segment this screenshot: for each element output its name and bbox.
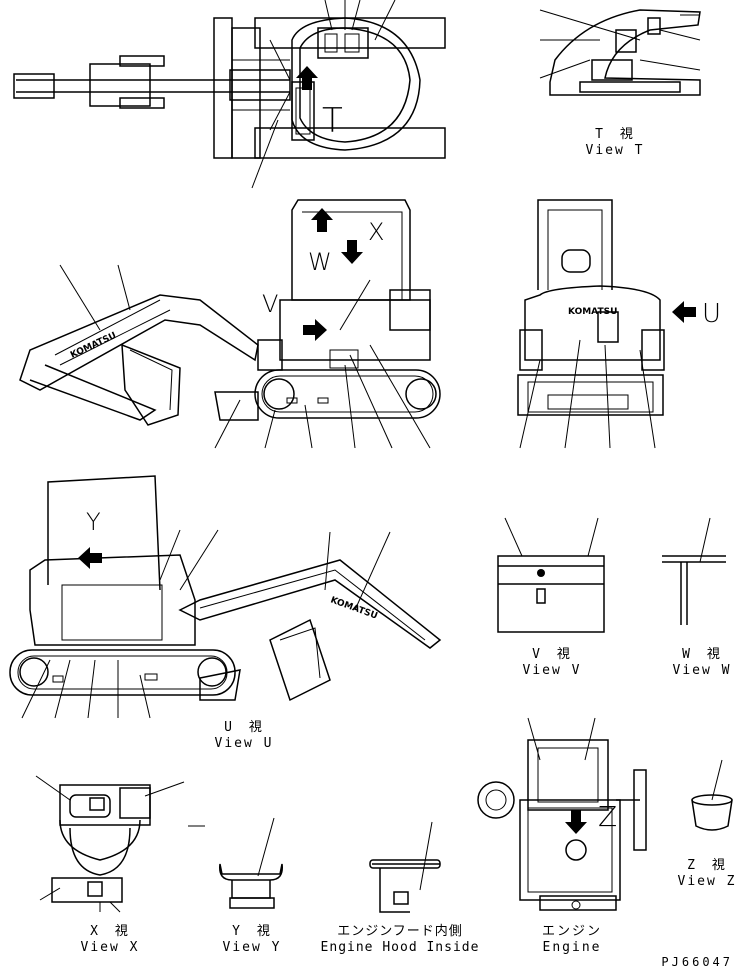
letter-y: Y (86, 508, 101, 536)
view-x-drawing (35, 775, 205, 913)
drawing-code: PJ66047 (661, 955, 733, 969)
letter-u: U (702, 299, 721, 329)
caption-view-u: U 視 View U (206, 720, 282, 752)
caption-view-t-en: View T (585, 143, 645, 158)
view-u-brand: KOMATSU (329, 595, 379, 621)
rear-view-machine: KOMATSU (517, 199, 696, 449)
view-t-drawing (539, 9, 701, 96)
letter-x: X (368, 218, 384, 246)
caption-view-x-jp: X 視 (90, 924, 130, 939)
view-z-drawing (691, 759, 733, 831)
caption-view-v: V 視 View V (514, 647, 590, 679)
caption-view-w-jp: W 視 (682, 647, 722, 662)
letter-z: Z (598, 800, 617, 833)
caption-view-y: Y 視 View Y (214, 924, 290, 956)
top-view-letter-t: T (322, 101, 343, 141)
caption-view-z: Z 視 View Z (674, 858, 740, 890)
engine-drawing (477, 717, 647, 911)
caption-view-v-en: View V (522, 663, 582, 678)
caption-view-z-en: View Z (677, 874, 737, 889)
caption-view-t: T 視 View T (580, 127, 650, 159)
caption-hood-inside-jp: エンジンフード内側 (337, 924, 463, 939)
letter-v: V (262, 290, 278, 318)
caption-view-z-jp: Z 視 (687, 858, 727, 873)
top-view-machine (13, 0, 446, 189)
caption-view-y-en: View Y (222, 940, 282, 955)
caption-engine-en: Engine (542, 940, 602, 955)
caption-view-t-jp: T 視 (595, 127, 635, 142)
view-u-machine: KOMATSU (9, 475, 442, 719)
caption-view-y-jp: Y 視 (232, 924, 272, 939)
hood-inside-drawing (369, 821, 441, 913)
view-y-drawing (219, 817, 283, 909)
caption-view-v-jp: V 視 (532, 647, 572, 662)
view-v-drawing (497, 517, 605, 633)
rear-brand: KOMATSU (568, 307, 617, 317)
caption-engine: エンジン Engine (530, 924, 614, 956)
caption-hood-inside: エンジンフード内側 Engine Hood Inside (320, 924, 480, 956)
letter-w: W (308, 248, 332, 276)
caption-view-x: X 視 View X (72, 924, 148, 956)
caption-engine-jp: エンジン (541, 924, 602, 939)
view-w-drawing (662, 517, 726, 625)
caption-view-w-en: View W (672, 663, 732, 678)
caption-hood-inside-en: Engine Hood Inside (320, 940, 480, 955)
caption-view-u-jp: U 視 (224, 720, 264, 735)
caption-view-w: W 視 View W (664, 647, 740, 679)
caption-view-u-en: View U (214, 736, 274, 751)
caption-view-x-en: View X (80, 940, 140, 955)
